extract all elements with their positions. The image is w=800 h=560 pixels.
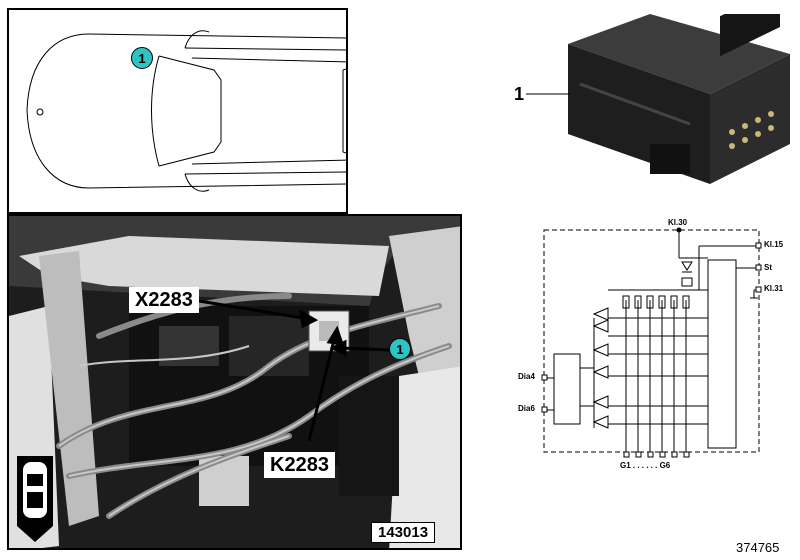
installation-photo-panel: X2283 K2283 1 143013 [7, 214, 462, 550]
document-number: 374765 [736, 540, 780, 555]
photo-callout-1: 1 [389, 338, 411, 360]
input-dia6: Dia6 [518, 404, 535, 413]
outputs-g1-g6: G1 . . . . . . G6 [620, 461, 671, 470]
engine-bay-photo [9, 216, 460, 548]
car-outline-drawing [26, 30, 346, 192]
terminal-kl15: Kl.15 [764, 240, 784, 249]
photo-figure-number: 143013 [371, 522, 436, 543]
terminal-kl31: Kl.31 [764, 284, 784, 293]
terminal-st: St [764, 263, 772, 272]
car-top-view-icon [17, 456, 53, 542]
connector-label-x2283: X2283 [129, 287, 199, 313]
component-number: 1 [514, 84, 525, 104]
terminal-kl30: Kl.30 [668, 218, 688, 227]
relay-component-image [540, 0, 790, 194]
input-dia4: Dia4 [518, 372, 535, 381]
location-panel: 1 [7, 8, 348, 214]
location-callout-1: 1 [131, 47, 153, 69]
relay-label-k2283: K2283 [264, 452, 335, 478]
component-leader-line [526, 93, 570, 95]
circuit-schematic: Kl.30 Kl.15 St Kl.31 Dia4 Dia6 G1 . . . … [514, 218, 784, 480]
